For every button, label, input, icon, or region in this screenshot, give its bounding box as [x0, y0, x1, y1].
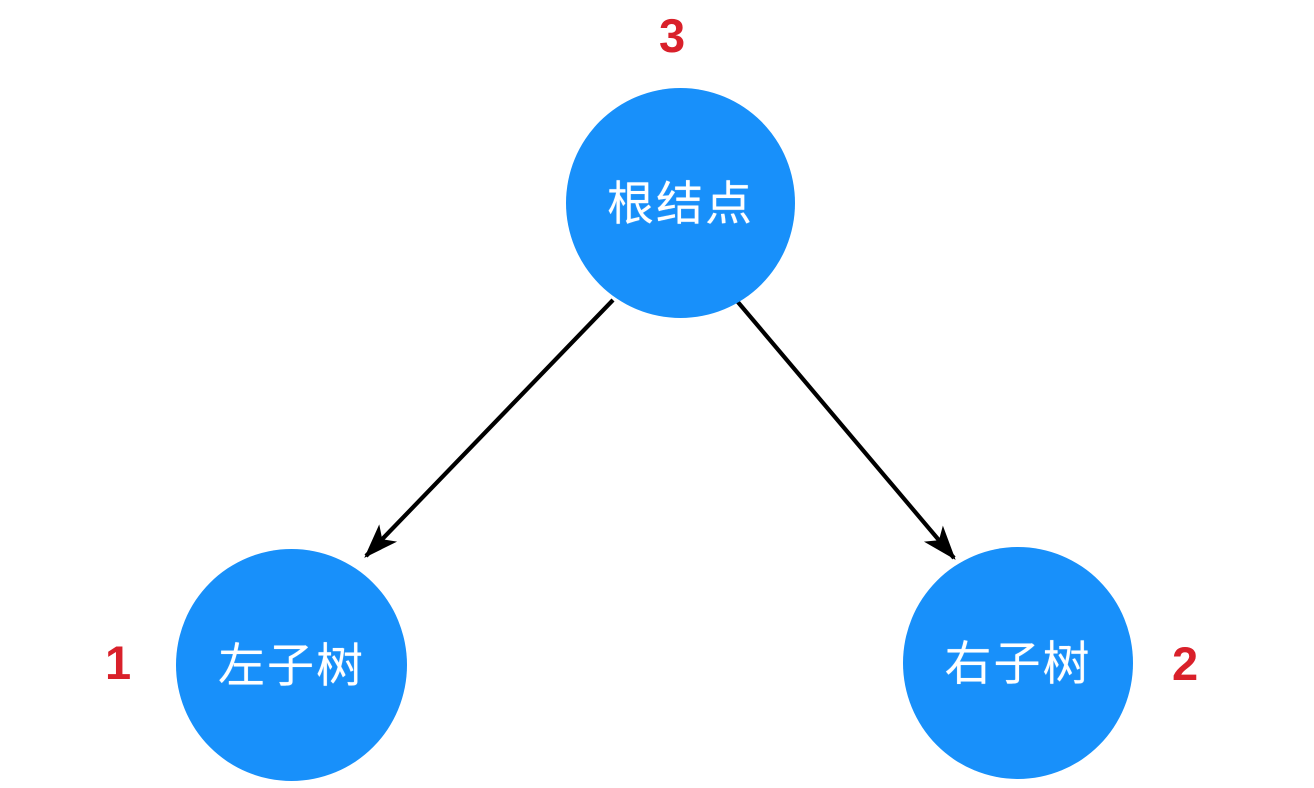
- order-number-root: 3: [659, 9, 686, 62]
- edge-root-to-right-subtree: [735, 299, 956, 560]
- edge-root-to-left-subtree: [364, 298, 615, 558]
- node-left-subtree-label: 左子树: [218, 638, 365, 692]
- watermark-text: [1063, 773, 1314, 788]
- node-root[interactable]: 根结点: [566, 88, 795, 318]
- node-root-label: 根结点: [607, 176, 754, 230]
- order-number-right: 2: [1172, 637, 1199, 690]
- node-right-subtree-label: 右子树: [944, 636, 1092, 690]
- node-right-subtree[interactable]: 右子树: [903, 547, 1133, 779]
- node-left-subtree[interactable]: 左子树: [176, 549, 407, 781]
- order-number-left: 1: [105, 636, 132, 689]
